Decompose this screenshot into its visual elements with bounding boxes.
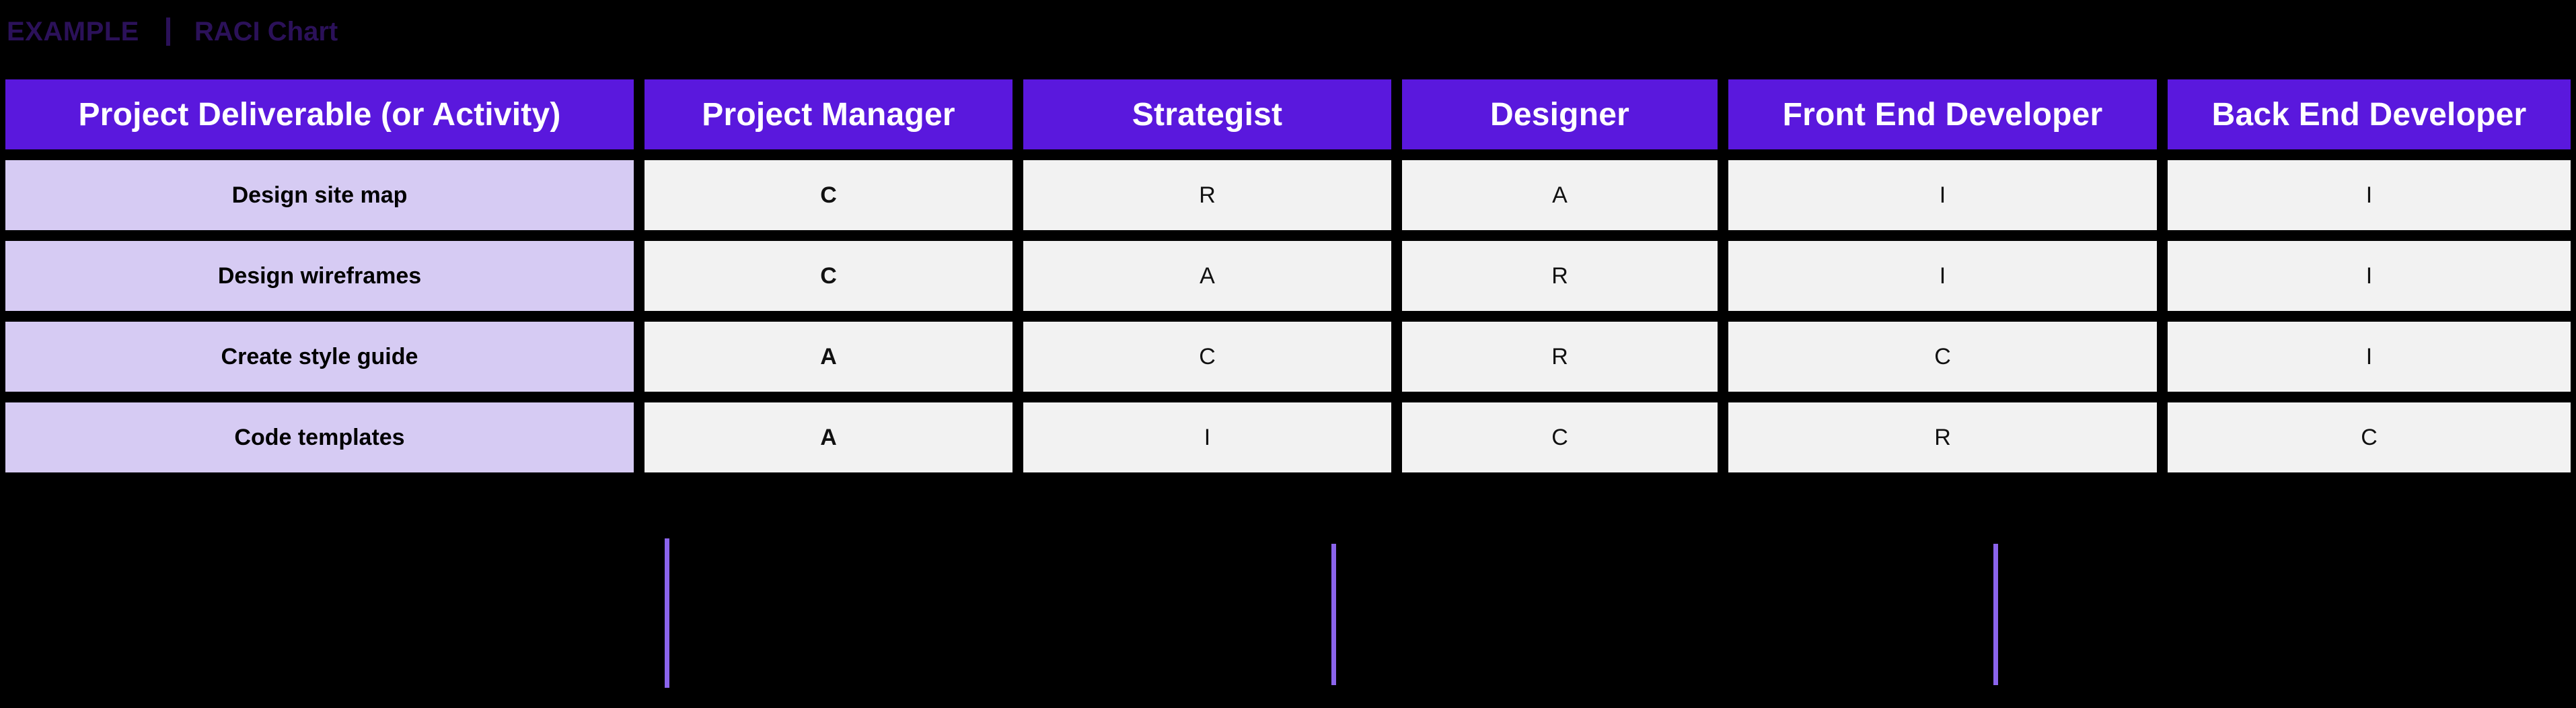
raci-value: I [2162,155,2576,236]
column-header-front-end-developer: Front End Developer [1723,74,2162,155]
raci-value: R [1397,316,1723,397]
footer-divider-group [0,538,2576,708]
column-header-designer: Designer [1397,74,1723,155]
column-header-project-manager: Project Manager [639,74,1018,155]
raci-value: A [639,397,1018,478]
task-label: Design wireframes [0,236,639,316]
task-label: Code templates [0,397,639,478]
table-header-row: Project Deliverable (or Activity) Projec… [0,74,2576,155]
table-row: Create style guide A C R C I [0,316,2576,397]
raci-value: A [639,316,1018,397]
raci-value: I [1723,155,2162,236]
task-label: Design site map [0,155,639,236]
raci-value: A [1018,236,1397,316]
vertical-divider-icon [1331,544,1336,685]
raci-value: C [1018,316,1397,397]
raci-value: C [2162,397,2576,478]
page-header-bar: EXAMPLE RACI Chart [0,0,2576,63]
column-header-strategist: Strategist [1018,74,1397,155]
raci-value: C [639,155,1018,236]
column-header-deliverable: Project Deliverable (or Activity) [0,74,639,155]
table-row: Code templates A I C R C [0,397,2576,478]
raci-value: R [1397,236,1723,316]
column-header-back-end-developer: Back End Developer [2162,74,2576,155]
raci-value: A [1397,155,1723,236]
raci-value: I [1018,397,1397,478]
table-row: Design site map C R A I I [0,155,2576,236]
raci-value: I [1723,236,2162,316]
raci-value: I [2162,316,2576,397]
raci-value: I [2162,236,2576,316]
page-title: RACI Chart [194,17,338,46]
raci-value: C [1397,397,1723,478]
vertical-divider-icon [1993,544,1998,685]
raci-chart-table: Project Deliverable (or Activity) Projec… [0,74,2576,478]
raci-value: R [1723,397,2162,478]
raci-value: C [1723,316,2162,397]
example-label: EXAMPLE [7,17,139,46]
table-row: Design wireframes C A R I I [0,236,2576,316]
task-label: Create style guide [0,316,639,397]
vertical-bar-icon [165,17,170,46]
raci-value: C [639,236,1018,316]
raci-value: R [1018,155,1397,236]
vertical-divider-icon [665,538,669,688]
